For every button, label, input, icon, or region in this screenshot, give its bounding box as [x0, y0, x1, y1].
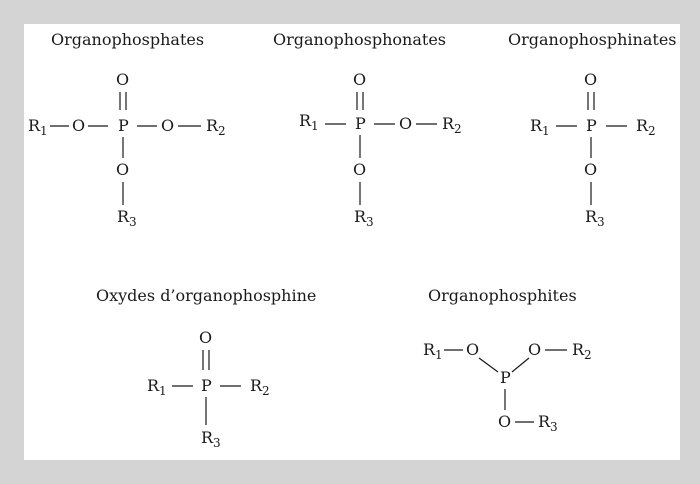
atom-p: P: [355, 114, 366, 133]
title-organophosphates: Organophosphates: [51, 30, 205, 49]
atom-r2: R: [636, 116, 649, 135]
atom-r2: R: [442, 114, 455, 133]
atom-r3: R: [354, 207, 367, 226]
atom-r2: R: [206, 116, 219, 135]
atom-r3-subscript: 3: [213, 436, 221, 450]
atom-r2-subscript: 2: [454, 122, 462, 136]
atom-r1: R: [530, 116, 543, 135]
atom-r2-subscript: 2: [262, 384, 270, 398]
atom-o-bottom: O: [353, 160, 366, 179]
structure-organophosphonates: O R 1 P O R 2 O R 3: [299, 70, 462, 229]
atom-o-top: O: [116, 70, 129, 89]
atom-o-top: O: [199, 328, 212, 347]
atom-o-right: O: [528, 340, 541, 359]
atom-o-bottom: O: [498, 412, 511, 431]
atom-r3-subscript: 3: [597, 215, 605, 229]
atom-o-bottom: O: [116, 160, 129, 179]
atom-p: P: [586, 116, 597, 135]
title-organophosphinates: Organophosphinates: [508, 30, 677, 49]
atom-o-right: O: [161, 116, 174, 135]
atom-r2-subscript: 2: [584, 348, 592, 362]
atom-r1: R: [299, 111, 312, 130]
atom-o-right: O: [399, 114, 412, 133]
atom-r3-subscript: 3: [129, 215, 137, 229]
atom-r1: R: [28, 116, 41, 135]
atom-r3-subscript: 3: [366, 215, 374, 229]
atom-r3: R: [538, 412, 551, 431]
atom-r2: R: [572, 340, 585, 359]
atom-p: P: [201, 376, 212, 395]
title-oxydes-organophosphine: Oxydes d’organophosphine: [96, 286, 317, 305]
atom-r3: R: [117, 207, 130, 226]
atom-r2-subscript: 2: [218, 124, 226, 138]
atom-r3: R: [585, 207, 598, 226]
atom-r3-subscript: 3: [550, 420, 558, 434]
atom-p: P: [118, 116, 129, 135]
bond-o-left-p: [478, 357, 499, 373]
structure-organophosphinates: O R 1 P R 2 O R 3: [530, 70, 656, 229]
atom-r1-subscript: 1: [40, 124, 48, 138]
atom-o-left: O: [466, 340, 479, 359]
title-organophosphites: Organophosphites: [428, 286, 577, 305]
atom-p: P: [500, 368, 511, 387]
figure-panel: [24, 24, 680, 460]
atom-o-bottom: O: [584, 160, 597, 179]
structure-organophosphates: O R 1 O P O R 2 O R 3: [28, 70, 226, 229]
atom-r1: R: [423, 340, 436, 359]
atom-r3: R: [201, 428, 214, 447]
atom-o-top: O: [584, 70, 597, 89]
atom-o-top: O: [353, 70, 366, 89]
structure-organophosphites: R 1 O O R 2 P O R 3: [423, 340, 592, 434]
atom-r2: R: [250, 376, 263, 395]
title-organophosphonates: Organophosphonates: [273, 30, 447, 49]
atom-r1-subscript: 1: [542, 124, 550, 138]
atom-r1: R: [147, 376, 160, 395]
atom-r1-subscript: 1: [159, 384, 167, 398]
atom-o-left: O: [72, 116, 85, 135]
atom-r1-subscript: 1: [311, 119, 319, 133]
bond-p-o-right: [511, 357, 530, 373]
atom-r1-subscript: 1: [435, 348, 443, 362]
structure-oxydes-organophosphine: O R 1 P R 2 R 3: [147, 328, 270, 450]
atom-r2-subscript: 2: [648, 124, 656, 138]
